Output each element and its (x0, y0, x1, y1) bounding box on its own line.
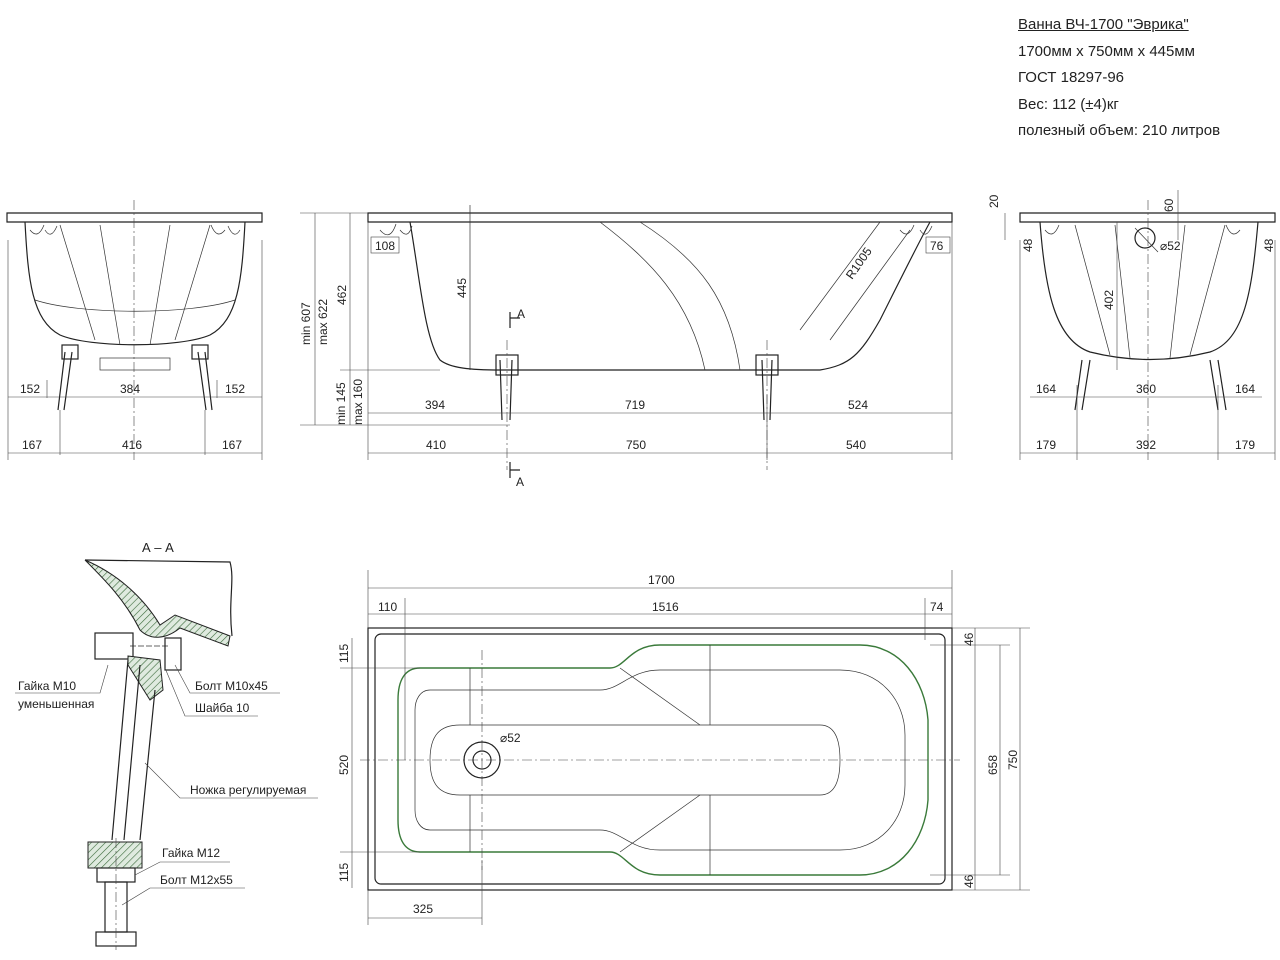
label-nut-m10: Гайка М10 (18, 679, 76, 693)
dim-label: min 145 (334, 382, 348, 425)
dim-label: 462 (335, 285, 349, 305)
product-standard: ГОСТ 18297-96 (1018, 69, 1125, 86)
end-view-left: 152 384 152 167 416 167 (6, 200, 263, 460)
dim-label: 164 (1036, 382, 1056, 396)
label-leg: Ножка регулируемая (190, 783, 306, 797)
dim-label: 384 (120, 382, 140, 396)
dim-label: min 607 (299, 302, 313, 345)
dim-label: 152 (20, 382, 40, 396)
section-mark-bottom: A (516, 475, 524, 489)
product-volume: полезный объем: 210 литров (1018, 122, 1221, 139)
label-nut-m12: Гайка М12 (162, 846, 220, 860)
dim-label: 1700 (648, 573, 675, 587)
dim-label: 719 (625, 398, 645, 412)
dim-label: 167 (22, 438, 42, 452)
section-a-a: А – А Гайка М10 уменьшенная Болт М10х45 … (15, 540, 318, 950)
dim-label: 108 (375, 239, 395, 253)
dim-label: ⌀52 (1160, 239, 1181, 253)
dim-label: 20 (987, 194, 1001, 208)
product-name: Ванна ВЧ-1700 "Эврика" (1018, 16, 1189, 33)
plan-view: ⌀52 1700 110 1516 74 115 520 115 46 46 6… (337, 570, 1030, 925)
product-weight: Вес: 112 (±4)кг (1018, 95, 1119, 113)
dim-label: 60 (1162, 198, 1176, 212)
dim-label: 167 (222, 438, 242, 452)
dim-label: 540 (846, 438, 866, 452)
dim-label: max 160 (351, 379, 365, 425)
dim-label: 392 (1136, 438, 1156, 452)
dim-label: 179 (1235, 438, 1255, 452)
dim-label: 402 (1102, 290, 1116, 310)
label-nut-m10-sub: уменьшенная (18, 697, 94, 711)
title-block: Ванна ВЧ-1700 "Эврика" 1700мм x 750мм x … (1018, 12, 1220, 145)
dim-label: 164 (1235, 382, 1255, 396)
dim-label: 658 (986, 755, 1000, 775)
label-bolt-m10: Болт М10х45 (195, 679, 268, 693)
dim-label: 46 (962, 632, 976, 646)
section-mark-top: A (517, 307, 525, 321)
dim-label: 325 (413, 902, 433, 916)
end-view-right: 20 60 48 48 ⌀52 402 164 360 164 179 392 … (987, 190, 1276, 460)
dim-label: 445 (455, 278, 469, 298)
product-size: 1700мм x 750мм x 445мм (1018, 42, 1195, 60)
dim-label: 74 (930, 600, 944, 614)
dim-label: 410 (426, 438, 446, 452)
dim-label: 524 (848, 398, 868, 412)
dim-label: 48 (1021, 238, 1035, 252)
dim-label: 394 (425, 398, 445, 412)
dim-label: 115 (337, 863, 351, 882)
side-view: min 607 max 622 462 min 145 max 160 445 … (299, 205, 953, 489)
dim-label: 110 (378, 600, 397, 614)
dim-label: 1516 (652, 600, 679, 614)
dim-label: 416 (122, 438, 142, 452)
dim-label: 520 (337, 755, 351, 775)
dim-label: 48 (1262, 238, 1276, 252)
label-washer: Шайба 10 (195, 701, 250, 715)
dim-label: 76 (930, 239, 944, 253)
dim-label: 750 (1006, 750, 1020, 770)
dim-label: 46 (962, 874, 976, 888)
dim-label: 152 (225, 382, 245, 396)
dim-label: 179 (1036, 438, 1056, 452)
dim-label: 115 (337, 644, 351, 663)
section-title: А – А (142, 540, 174, 555)
dim-label: max 622 (316, 299, 330, 345)
dim-label: 360 (1136, 382, 1156, 396)
dim-label: R1005 (843, 244, 875, 281)
label-bolt-m12: Болт М12х55 (160, 873, 233, 887)
dim-label: 750 (626, 438, 646, 452)
plan-drain-label: ⌀52 (500, 731, 521, 745)
